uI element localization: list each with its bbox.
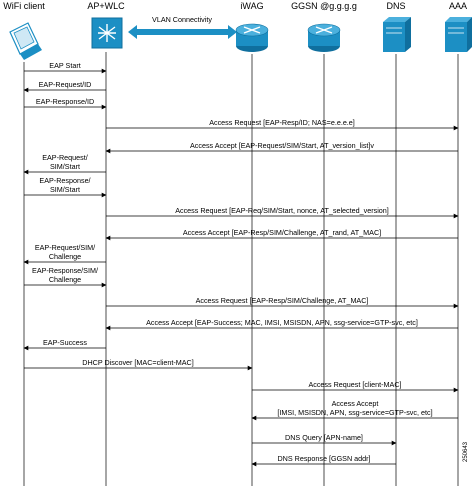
server-icon bbox=[445, 17, 472, 52]
router-icon bbox=[307, 23, 341, 52]
message-label: DNS Response [GGSN addr] bbox=[277, 454, 370, 463]
message-label: EAP-Request/ID bbox=[39, 80, 92, 89]
server-icon bbox=[383, 17, 411, 52]
message-label: EAP-Response/ bbox=[39, 176, 90, 185]
message-label: SIM/Start bbox=[50, 162, 80, 171]
message-label: Access Accept [EAP-Request/SIM/Start, AT… bbox=[190, 141, 374, 150]
participant-label-iwag: iWAG bbox=[240, 1, 263, 11]
figure-number: 250643 bbox=[463, 441, 469, 462]
router-icon bbox=[235, 23, 269, 52]
message-label: EAP Start bbox=[49, 61, 80, 70]
message-label: EAP-Request/ bbox=[42, 153, 88, 162]
message-label: Access Accept bbox=[332, 399, 379, 408]
access-point-icon bbox=[91, 17, 123, 49]
participant-label-ggsn: GGSN @g.g.g.g bbox=[291, 1, 357, 11]
message-label: Access Request [EAP-Resp/ID; NAS=e.e.e.e… bbox=[209, 118, 355, 127]
message-label: Access Accept [EAP-Success; MAC, IMSI, M… bbox=[146, 318, 418, 327]
participant-label-ap: AP+WLC bbox=[87, 1, 125, 11]
participant-label-aaa: AAA bbox=[449, 1, 467, 11]
message-label: Access Request [client-MAC] bbox=[308, 380, 401, 389]
message-label: EAP-Response/SIM/ bbox=[32, 266, 98, 275]
message-label: Access Request [EAP-Resp/SIM/Challenge, … bbox=[196, 296, 369, 305]
vlan-connectivity-label: VLAN Connectivity bbox=[152, 15, 212, 24]
message-label: DHCP Discover [MAC=client-MAC] bbox=[82, 358, 194, 367]
message-label: EAP-Request/SIM/ bbox=[35, 243, 95, 252]
vlan-connectivity-arrow bbox=[128, 25, 237, 39]
participant-label-dns: DNS bbox=[386, 1, 405, 11]
message-label: EAP-Success bbox=[43, 338, 87, 347]
message-label: DNS Query [APN-name] bbox=[285, 433, 363, 442]
participant-label-client: WiFi client bbox=[3, 1, 45, 11]
message-label: Challenge bbox=[49, 275, 81, 284]
message-label: [IMSI, MSISDN, APN, ssg-service=GTP-svc,… bbox=[277, 408, 432, 417]
laptop-icon bbox=[9, 22, 42, 60]
message-label: SIM/Start bbox=[50, 185, 80, 194]
message-label: Challenge bbox=[49, 252, 81, 261]
message-label: Access Request [EAP-Req/SIM/Start, nonce… bbox=[175, 206, 389, 215]
message-label: EAP-Response/ID bbox=[36, 97, 94, 106]
message-label: Access Accept [EAP-Resp/SIM/Challenge, A… bbox=[183, 228, 381, 237]
